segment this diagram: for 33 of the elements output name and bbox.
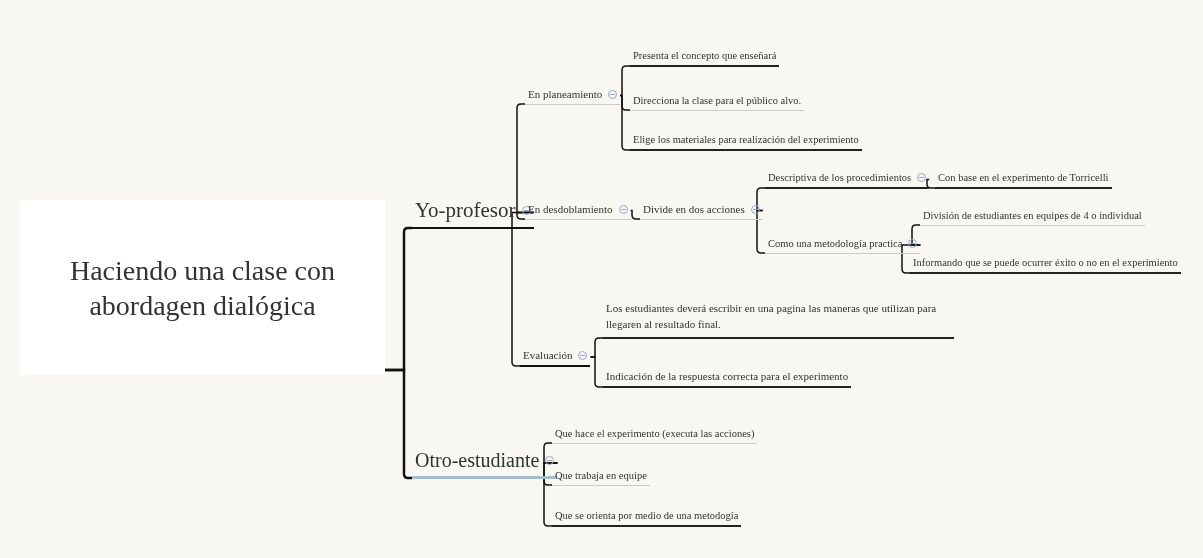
topic-label: Evaluación: [523, 349, 573, 361]
topic-label: Presenta el concepto que enseñará: [633, 50, 777, 61]
connector-line: [385, 368, 412, 480]
central-topic: Haciendo una clase con abordagen dialógica: [68, 253, 337, 323]
topic-label: Yo-profesor: [415, 198, 516, 223]
connector-line: [756, 209, 766, 254]
topic-label: Divide en dos acciones: [643, 203, 745, 215]
connector-line: [911, 224, 922, 246]
connector-line: [756, 187, 766, 212]
topic-label: Que se orienta por medio de una metodogía: [555, 510, 739, 521]
connector-line: [926, 178, 936, 189]
topic-label: Que hace el experimento (executa las acciones): [555, 428, 755, 439]
topic-label: En desdoblamiento: [528, 203, 613, 215]
topic-label: División de estudiantes en equipes de 4 o individual: [923, 210, 1142, 221]
connector-line: [619, 94, 631, 151]
topic-node: [910, 255, 1181, 274]
topic-label: Elige los materiales para realización del experimiento: [633, 134, 859, 145]
connector-line: [901, 244, 922, 274]
connector-line: [619, 65, 631, 97]
connector-line: [629, 209, 641, 220]
topic-label: Que trabaja en equipe: [555, 470, 647, 481]
topic-label: En planeamiento: [528, 88, 603, 100]
topic-label: Indicación de la respuesta correcta para el experimento: [606, 370, 849, 382]
connector-line: [543, 462, 559, 527]
topic-label: Los estudiantes deverá escribir en una pagina las maneras que utilizan para llegaren al resultado final.: [606, 301, 938, 332]
connector-line: [589, 356, 604, 388]
topic-label: Otro-estudiante: [415, 449, 540, 472]
topic-label: Descriptiva de los procedimientos: [768, 172, 912, 183]
topic-label: Como una metodología practica: [768, 238, 903, 249]
topic-label: Con base en el experimento de Torricelli: [938, 172, 1109, 183]
topic-label: Direcciona la clase para el público alvo.: [633, 95, 802, 106]
topic-label: Informando que se puede ocurrer éxito o no en el experimiento: [913, 257, 1178, 268]
central-topic-box: [20, 200, 385, 375]
